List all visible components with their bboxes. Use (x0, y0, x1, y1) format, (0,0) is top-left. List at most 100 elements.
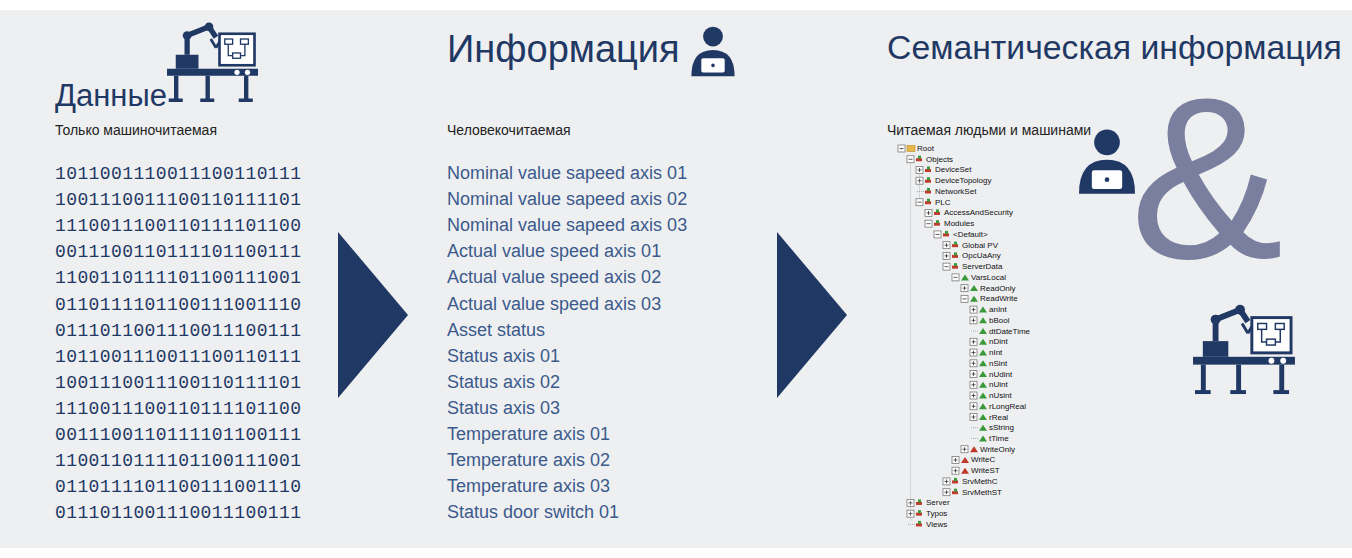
tree-expander (970, 317, 977, 324)
information-row: Nominal value sapeed axis 01 (447, 163, 687, 184)
tree-connector (917, 191, 924, 192)
information-row: Status door switch 01 (447, 502, 619, 523)
person-icon (691, 27, 734, 76)
object-icon (927, 166, 930, 169)
tree-item: <Default> (953, 229, 988, 240)
binary-row: 1001110011100110111101 (55, 190, 301, 211)
tree-expander (970, 414, 977, 421)
information-row: Status axis 01 (447, 346, 560, 367)
tree-expander (943, 478, 950, 485)
binary-row: 1110011100110111101100 (55, 399, 301, 420)
tree-expander (943, 252, 950, 259)
tree-item: Root (917, 143, 934, 154)
object-icon (918, 521, 921, 524)
tree-item: nUint (989, 379, 1008, 390)
tree-item: DeviceSet (935, 164, 971, 175)
tree-expander (970, 392, 977, 399)
tree-expander-sign (936, 234, 940, 235)
object-icon (936, 220, 939, 223)
tree-item: bBool (989, 315, 1009, 326)
object-icon (918, 156, 921, 159)
tree-connector (971, 427, 978, 428)
tree-item: dtDateTime (989, 326, 1030, 337)
tree-expander-sign (946, 490, 947, 494)
tree-expander (925, 209, 932, 216)
variable-icon (979, 425, 987, 431)
tree-expander (943, 263, 950, 270)
object-icon (936, 209, 939, 212)
tree-guide (910, 163, 911, 521)
tree-expander-sign (946, 479, 947, 483)
variable-icon (970, 446, 978, 452)
tree-item: tTime (989, 433, 1009, 444)
object-icon (927, 199, 930, 202)
tree-item: OpcUaAny (962, 250, 1001, 261)
object-icon (954, 252, 957, 255)
variable-icon (979, 328, 987, 334)
tree-expander (970, 371, 977, 378)
binary-row: 0110111101100111001110 (55, 477, 301, 498)
tree-item: ReadWrite (980, 293, 1018, 304)
tree-item: nUsint (989, 390, 1012, 401)
tree-expander (970, 306, 977, 313)
object-icon (918, 510, 921, 513)
ampersand-symbol: & (1130, 64, 1283, 294)
tree-item: nSint (989, 358, 1007, 369)
variable-icon (979, 414, 987, 420)
tree-item: VarsLocal (971, 272, 1006, 283)
variable-icon (979, 382, 987, 388)
tree-expander-sign (973, 404, 974, 408)
object-icon (954, 478, 957, 481)
tree-item: Global PV (962, 240, 998, 251)
information-row: Actual value speed axis 01 (447, 241, 661, 262)
tree-connector (908, 524, 915, 525)
tree-expander-sign (945, 266, 949, 267)
variable-icon (970, 285, 978, 291)
object-icon (918, 499, 921, 502)
tree-expander-sign (973, 361, 974, 365)
variable-icon (979, 371, 987, 377)
information-row: Temperature axis 03 (447, 476, 610, 497)
tree-expander-sign (973, 351, 974, 355)
information-row: Actual value speed axis 03 (447, 294, 661, 315)
binary-row: 1110011100110111101100 (55, 216, 301, 237)
column-subtitle: Только машиночитаемая (55, 122, 217, 138)
tree-expander-sign (900, 148, 904, 149)
tree-connector (971, 331, 978, 332)
variable-icon (961, 457, 969, 463)
tree-expander-sign (973, 394, 974, 398)
information-row: Temperature axis 02 (447, 450, 610, 471)
object-icon (945, 231, 948, 234)
tree-item: Modules (944, 218, 974, 229)
tree-item: PLC (935, 197, 951, 208)
column-subtitle: Читаемая людьми и машинами (887, 122, 1091, 138)
tree-expander (916, 166, 923, 173)
tree-expander (970, 403, 977, 410)
tree-expander (961, 446, 968, 453)
binary-row: 0011100110111101100111 (55, 242, 301, 263)
tree-expander-sign (927, 223, 931, 224)
machine-icon (1193, 305, 1295, 394)
tree-item: Server (926, 497, 950, 508)
variable-icon (979, 403, 987, 409)
tree-guide (901, 148, 902, 152)
tree-expander (943, 489, 950, 496)
column-heading: Данные (55, 78, 167, 114)
tree-item: AccessAndSecurity (944, 207, 1013, 218)
tree-expander (934, 231, 941, 238)
tree-expander-sign (973, 318, 974, 322)
arrow-chevron (777, 232, 847, 398)
tree-expander (970, 349, 977, 356)
tree-expander-sign (973, 383, 974, 387)
tree-expander (970, 338, 977, 345)
tree-item: DeviceTopology (935, 175, 991, 186)
tree-expander-sign (946, 254, 947, 258)
tree-item: ServerData (962, 261, 1002, 272)
variable-icon (979, 350, 987, 356)
tree-expander-sign (973, 415, 974, 419)
tree-expander-sign (973, 308, 974, 312)
binary-row: 0111011001110011100111 (55, 321, 301, 342)
tree-item: Typos (926, 508, 947, 519)
tree-expander (898, 145, 905, 152)
